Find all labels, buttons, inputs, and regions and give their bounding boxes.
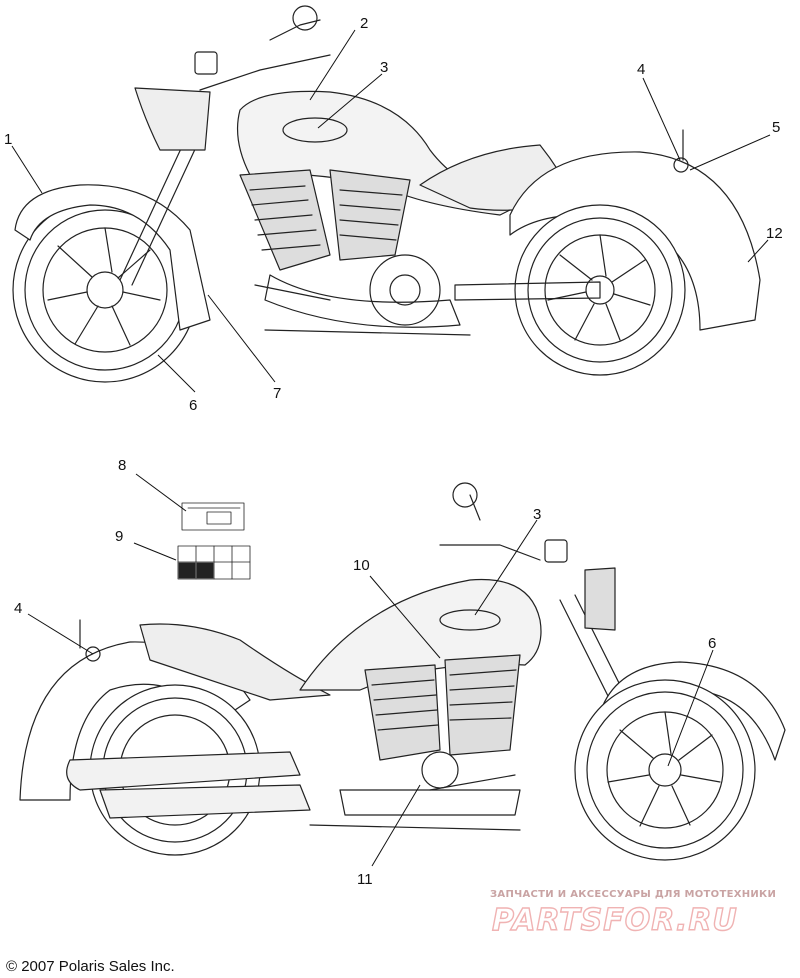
callout-10: 10 xyxy=(353,557,370,574)
watermark: ЗАПЧАСТИ И АКСЕССУАРЫ ДЛЯ МОТОТЕХНИКИ PA… xyxy=(490,889,776,939)
exhaust-lower-bottom xyxy=(99,784,311,819)
engine-top xyxy=(239,169,461,328)
rear-turn-signal-top xyxy=(673,157,689,173)
engine-bottom xyxy=(339,654,521,816)
swingarm-top xyxy=(454,281,601,301)
callout-2: 2 xyxy=(360,15,368,32)
callout-6-bottom: 6 xyxy=(708,635,716,652)
rear-turn-signal-bottom xyxy=(85,646,101,662)
callout-9: 9 xyxy=(115,528,123,545)
motorcycle-top-view xyxy=(12,5,761,383)
decal-9-label xyxy=(177,545,251,580)
exhaust-bottom xyxy=(66,751,301,791)
callout-12: 12 xyxy=(766,225,783,242)
callout-4-bottom: 4 xyxy=(14,600,22,617)
frame-rail-bottom xyxy=(309,774,521,831)
callout-1: 1 xyxy=(4,131,12,148)
watermark-logo: PARTSFOR.RU xyxy=(492,903,738,938)
callout-4-top: 4 xyxy=(637,61,645,78)
tank-emblem-bottom xyxy=(439,609,501,631)
turn-signal-top xyxy=(194,51,218,75)
decal-8-label xyxy=(181,502,245,531)
frame-rail-top xyxy=(254,284,471,336)
motorcycle-bottom-view xyxy=(19,482,786,861)
mirror-top xyxy=(292,5,318,31)
callout-6-top: 6 xyxy=(189,397,197,414)
tank-emblem-top xyxy=(282,117,348,143)
seat-bottom xyxy=(139,623,331,701)
callout-3-bottom: 3 xyxy=(533,506,541,523)
front-wheel-bottom xyxy=(574,679,756,861)
callout-3-top: 3 xyxy=(380,59,388,76)
mirror-bottom xyxy=(452,482,478,508)
leader-lines xyxy=(11,29,771,867)
front-fork-top xyxy=(119,139,198,286)
callout-8: 8 xyxy=(118,457,126,474)
watermark-tagline: ЗАПЧАСТИ И АКСЕССУАРЫ ДЛЯ МОТОТЕХНИКИ xyxy=(490,889,776,900)
turn-signal-bottom xyxy=(544,539,568,563)
rear-fender-bottom xyxy=(19,641,251,801)
callout-7: 7 xyxy=(273,385,281,402)
headlight-bottom xyxy=(584,567,616,631)
windshield-top xyxy=(134,87,211,151)
handlebar-top xyxy=(199,19,331,91)
copyright-notice: © 2007 Polaris Sales Inc. xyxy=(6,958,175,975)
callout-5: 5 xyxy=(772,119,780,136)
callout-11: 11 xyxy=(357,871,373,888)
handlebar-bottom xyxy=(439,494,541,561)
callout-labels: 1 2 3 4 5 12 6 7 8 9 3 10 4 6 11 xyxy=(4,15,783,888)
